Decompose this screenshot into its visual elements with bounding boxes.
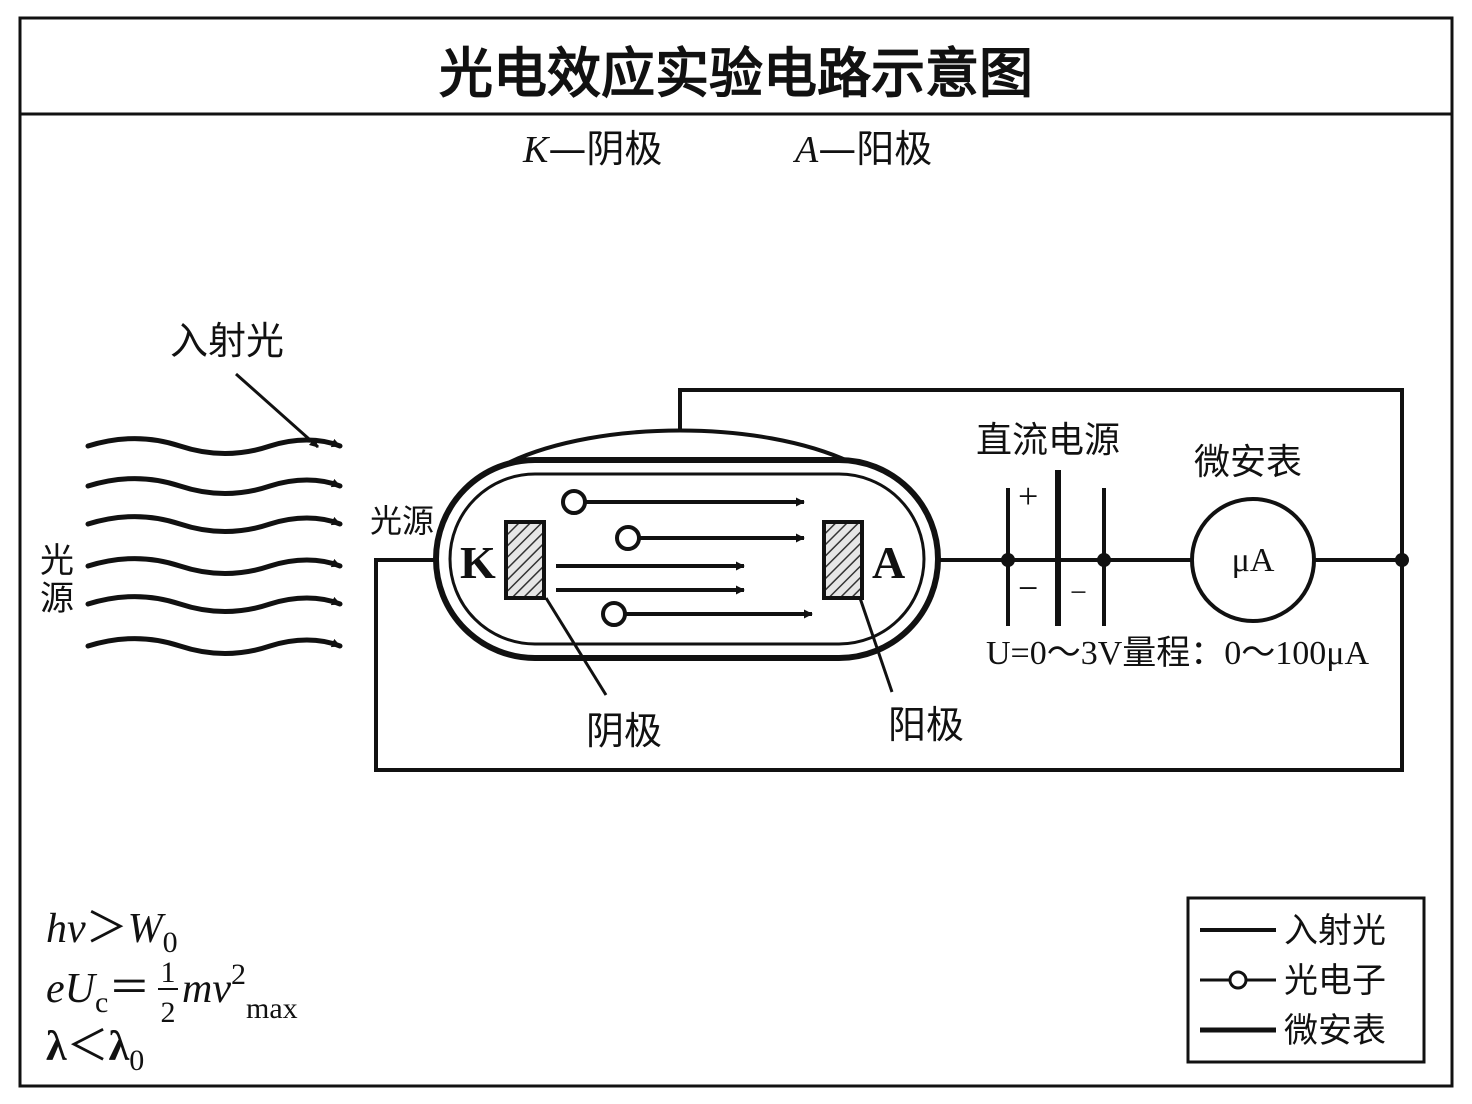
cathode-caption: 阴极 xyxy=(586,709,662,753)
formula-lt: ＜ xyxy=(67,1024,109,1070)
light-wave xyxy=(85,436,343,456)
battery-minus-sign-left: − xyxy=(1018,568,1038,608)
subtitle-cathode-text: —阴极 xyxy=(548,127,662,171)
anode-leader xyxy=(858,597,894,693)
formula-fraction-denominator: 2 xyxy=(161,996,176,1029)
formula-gt: ＞ xyxy=(86,906,128,952)
formula-e: e xyxy=(46,966,65,1012)
microammeter-label: 微安表 xyxy=(1194,442,1302,483)
formula-wavelength: λ＜λ0 xyxy=(46,1024,144,1077)
outer-frame xyxy=(18,16,1454,1088)
circuit-node xyxy=(1395,553,1409,567)
vacuum-tube-inner xyxy=(448,472,926,646)
dc-power-label: 直流电源 xyxy=(976,420,1120,461)
battery-minus-sign-right: − xyxy=(1070,576,1087,609)
incident-light-label: 入射光 xyxy=(170,319,284,363)
page-title: 光电效应实验电路示意图 xyxy=(439,42,1033,105)
light-source-side-char-1: 光 xyxy=(40,541,74,581)
formula-v-sup: 2 xyxy=(231,958,246,991)
circuit-wires xyxy=(374,388,1404,772)
formula-W-sub: 0 xyxy=(163,926,178,959)
legend-label: 入射光 xyxy=(1284,911,1386,951)
formula-v: v xyxy=(212,966,231,1012)
battery-plus-sign: + xyxy=(1018,476,1038,516)
formula-nu: ν xyxy=(67,906,86,952)
photoelectron xyxy=(615,525,641,551)
meter-range-value: 0～100μA xyxy=(1224,635,1369,672)
formula-lambda: λ xyxy=(46,1024,67,1070)
microammeter-symbol: μA xyxy=(1232,542,1275,579)
cathode-leader xyxy=(544,597,608,696)
formulas: hν＞W0 eUc＝ 1 2 mv2max λ＜λ0 xyxy=(46,906,298,1077)
formula-fraction-numerator: 1 xyxy=(161,956,176,989)
cathode-letter: K xyxy=(460,537,496,588)
cathode-plate xyxy=(504,520,546,600)
light-wave xyxy=(85,594,343,614)
light-wave xyxy=(85,476,343,496)
incident-light-pointer xyxy=(235,372,319,449)
bottom-return-wire xyxy=(374,558,1404,772)
subtitle-anode-text: —阳极 xyxy=(818,127,932,171)
formula-lambda0: λ xyxy=(109,1024,130,1070)
subtitle-cathode: K—阴极 xyxy=(522,127,662,171)
photoelectron xyxy=(601,601,627,627)
range-text: U=0～3V量程：0～100μA xyxy=(986,633,1370,673)
legend-symbol-circle xyxy=(1228,970,1248,990)
legend: 入射光 光电子 微安表 xyxy=(1186,896,1426,1064)
subtitle-cathode-symbol: K xyxy=(522,129,550,171)
photoelectron-paths xyxy=(556,489,813,627)
formula-m: m xyxy=(182,966,212,1012)
anode-plate xyxy=(822,520,864,600)
light-wave xyxy=(85,636,343,656)
formula-U: U xyxy=(65,966,98,1012)
microammeter xyxy=(1190,497,1316,623)
formula-eq: ＝ xyxy=(108,966,150,1012)
light-waves xyxy=(85,436,343,656)
formula-v-sub-max: max xyxy=(246,992,298,1025)
light-source-side-char-2: 源 xyxy=(40,579,74,619)
circuit-node xyxy=(1097,553,1111,567)
top-return-wire xyxy=(678,388,1404,560)
formula-energy-rhs: mv2max xyxy=(182,958,298,1025)
formula-lambda-sub: 0 xyxy=(129,1044,144,1077)
legend-label: 微安表 xyxy=(1284,1011,1386,1051)
formula-U-sub: c xyxy=(95,986,108,1019)
subtitle-anode-symbol: A xyxy=(792,129,819,171)
circuit-node xyxy=(1001,553,1015,567)
light-wave xyxy=(85,556,343,576)
formula-W: W xyxy=(128,906,167,952)
photoelectron xyxy=(561,489,587,515)
vacuum-tube-outer xyxy=(433,457,941,661)
legend-label: 光电子 xyxy=(1284,961,1386,1001)
meter-range-label: 量程： xyxy=(1122,633,1224,673)
anode-letter: A xyxy=(872,537,905,588)
light-source-inline-label: 光源 xyxy=(370,502,434,540)
formula-h: h xyxy=(46,906,67,952)
light-wave xyxy=(85,514,343,534)
formula-energy: eUc＝ xyxy=(46,966,150,1019)
tube-top-dome xyxy=(509,428,851,464)
formula-threshold: hν＞W0 xyxy=(46,906,178,959)
anode-caption: 阳极 xyxy=(888,703,964,747)
subtitle-anode: A—阳极 xyxy=(792,127,932,171)
voltage-range: U=0～3V xyxy=(986,635,1123,672)
